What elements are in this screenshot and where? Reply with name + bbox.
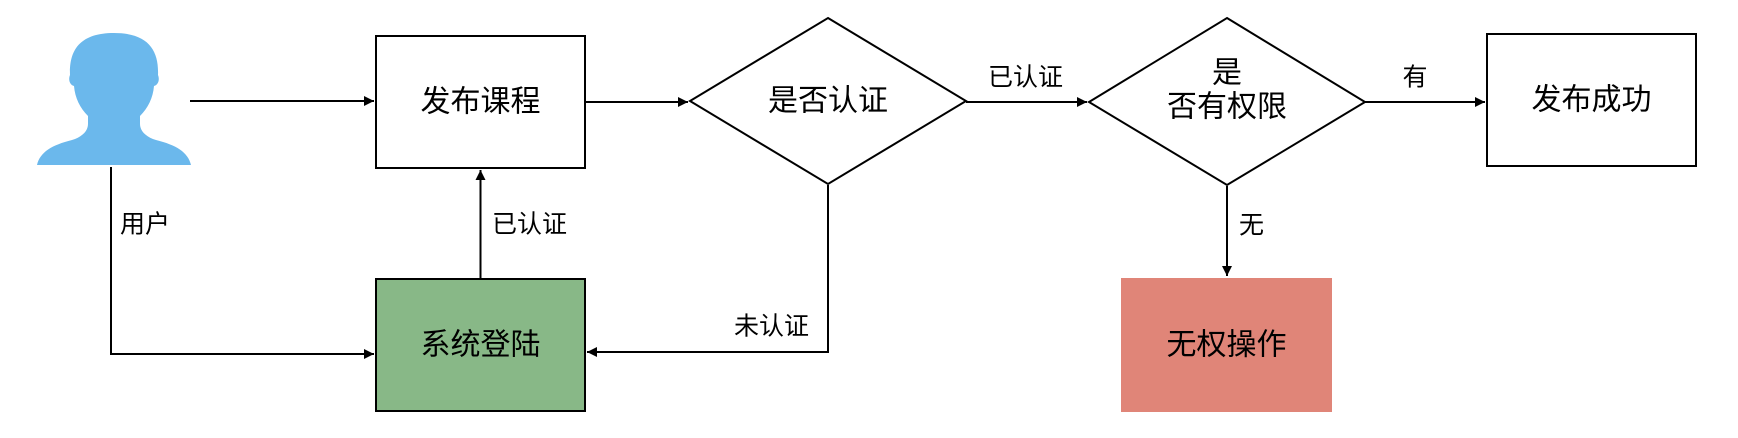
edge-label-auth-to-permission: 已认证 [988, 63, 1063, 92]
is-authenticated-label: 是否认证 [768, 84, 888, 119]
edge-user-to-login [110, 167, 374, 359]
is-authenticated-diamond [688, 16, 968, 186]
publish-course-label: 发布课程 [421, 85, 541, 120]
has-permission-label-line1: 是 [1212, 56, 1242, 91]
has-permission-label-line2: 否有权限 [1167, 90, 1287, 125]
publish-course-box [375, 35, 586, 169]
system-login-label: 系统登陆 [421, 328, 541, 363]
edge-not-authenticated-to-login [587, 185, 829, 357]
no-permission-box [1121, 278, 1332, 412]
edge-label-permission-yes: 有 [1402, 63, 1427, 92]
edge-label-login-to-publish: 已认证 [492, 210, 567, 239]
system-login-box [375, 278, 586, 412]
has-permission-diamond [1087, 16, 1367, 187]
no-permission-label: 无权操作 [1167, 328, 1287, 363]
edge-label-not-authenticated: 未认证 [734, 312, 809, 341]
user-label: 用户 [120, 210, 170, 239]
publish-success-label: 发布成功 [1532, 83, 1652, 118]
edge-label-permission-no: 无 [1239, 211, 1264, 240]
publish-success-box [1486, 33, 1697, 167]
user-icon [37, 33, 191, 165]
